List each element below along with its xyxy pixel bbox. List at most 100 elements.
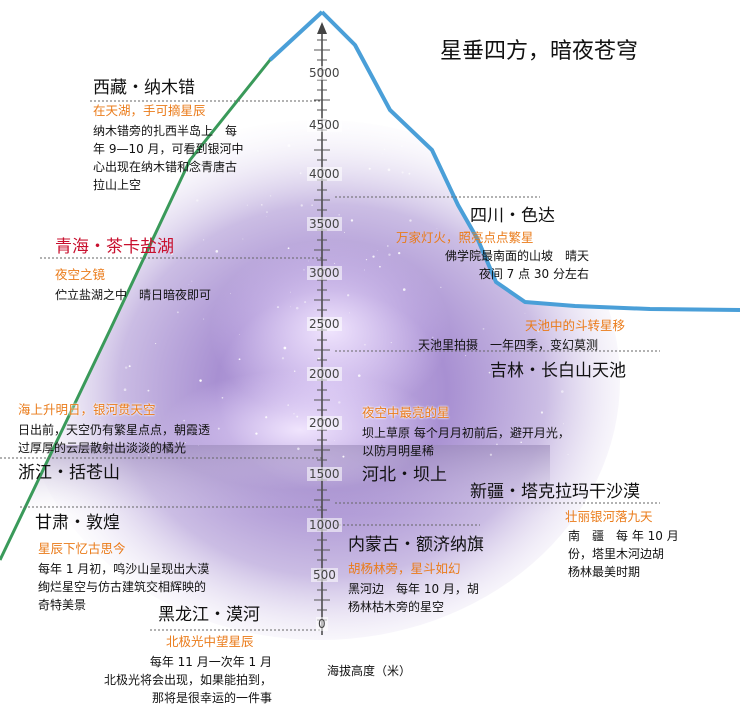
star — [347, 127, 350, 129]
star — [256, 149, 259, 152]
star — [409, 219, 412, 222]
desc-jilin: 天池里拍摄 一年四季，变幻莫测 — [418, 338, 599, 352]
star — [488, 371, 491, 374]
star — [185, 296, 188, 299]
star — [308, 260, 309, 262]
star — [338, 214, 340, 216]
tagline-zhejiang: 海上升明日，银河贯天空 — [18, 402, 156, 417]
star — [74, 310, 77, 313]
place-neimenggu: 内蒙古・额济纳旗 — [348, 535, 484, 555]
star — [60, 451, 63, 454]
star — [177, 440, 179, 442]
star — [303, 269, 305, 271]
star — [203, 318, 205, 320]
star — [293, 412, 295, 415]
axis-tick-2500: 2500 — [307, 317, 342, 331]
star — [69, 224, 71, 227]
axis-tick-4000: 4000 — [307, 167, 342, 181]
star — [295, 306, 299, 310]
star — [299, 172, 302, 175]
star — [372, 255, 375, 258]
star — [163, 298, 165, 301]
star — [212, 459, 214, 460]
star — [347, 294, 350, 297]
star — [440, 286, 442, 288]
star — [402, 288, 406, 291]
star — [560, 390, 564, 393]
star — [568, 121, 570, 123]
star — [121, 224, 124, 227]
axis-tick-2000b: 2000 — [307, 416, 342, 430]
star — [348, 312, 350, 314]
star — [357, 374, 361, 377]
axis-tick-0: 0 — [316, 617, 328, 631]
axis-tick-2000: 2000 — [307, 367, 342, 381]
axis-tick-3500: 3500 — [307, 217, 342, 231]
star — [239, 333, 240, 335]
star — [83, 259, 86, 262]
axis-tick-1000: 1000 — [307, 518, 342, 532]
star — [314, 310, 316, 312]
star — [147, 389, 150, 392]
star — [540, 411, 544, 414]
star — [470, 165, 472, 167]
tagline-qinghai: 夜空之镜 — [55, 267, 106, 282]
star — [381, 153, 383, 155]
star — [198, 444, 200, 446]
desc-tibet: 纳木错旁的扎西半岛上 每 年 9—10 月，可看到银河中 心出现在纳木错和念青唐… — [93, 124, 244, 192]
star — [402, 415, 404, 417]
star — [334, 440, 336, 442]
star — [401, 416, 403, 418]
star — [398, 251, 401, 255]
star — [255, 432, 258, 435]
star — [196, 199, 199, 202]
star — [188, 283, 190, 285]
star — [388, 253, 391, 256]
star — [112, 273, 115, 276]
star — [564, 146, 567, 150]
star — [425, 124, 427, 126]
tagline-sichuan: 万家灯火，照亮点点繁星 — [396, 230, 534, 245]
desc-zhejiang: 日出前，天空仍有繁星点点，朝霞透 过厚厚的云层散射出淡淡的橘光 — [18, 423, 211, 455]
place-gansu: 甘肃・敦煌 — [35, 513, 120, 533]
place-xinjiang: 新疆・塔克拉玛干沙漠 — [470, 482, 640, 502]
star — [297, 447, 300, 451]
star — [191, 280, 193, 282]
star — [364, 343, 366, 346]
star — [408, 172, 411, 175]
star — [71, 171, 74, 174]
star — [230, 293, 231, 294]
star — [155, 343, 157, 345]
desc-sichuan: 佛学院最南面的山坡 晴天 夜间 7 点 30 分左右 — [444, 249, 589, 281]
star — [520, 441, 522, 444]
place-hebei: 河北・坝上 — [362, 465, 447, 485]
star — [118, 231, 120, 232]
star — [559, 326, 561, 328]
star — [183, 419, 185, 422]
star — [342, 455, 345, 458]
star — [147, 454, 150, 456]
star — [500, 374, 503, 377]
star — [555, 229, 558, 232]
star — [334, 262, 336, 264]
page-title: 星垂四方，暗夜苍穹 — [440, 39, 639, 64]
star — [338, 401, 341, 404]
star — [287, 247, 290, 250]
star — [401, 145, 403, 147]
star — [350, 219, 354, 222]
star — [524, 312, 526, 314]
star — [124, 366, 128, 369]
axis-tick-1500: 1500 — [307, 467, 342, 481]
star — [281, 357, 285, 360]
star — [156, 223, 158, 224]
star — [184, 442, 186, 444]
star — [211, 161, 213, 163]
star — [300, 204, 303, 207]
star — [482, 327, 485, 330]
star — [489, 453, 493, 456]
star — [430, 415, 432, 418]
star — [287, 404, 289, 406]
star — [294, 370, 296, 372]
tagline-neimenggu: 胡杨林旁，星斗如幻 — [348, 561, 461, 576]
